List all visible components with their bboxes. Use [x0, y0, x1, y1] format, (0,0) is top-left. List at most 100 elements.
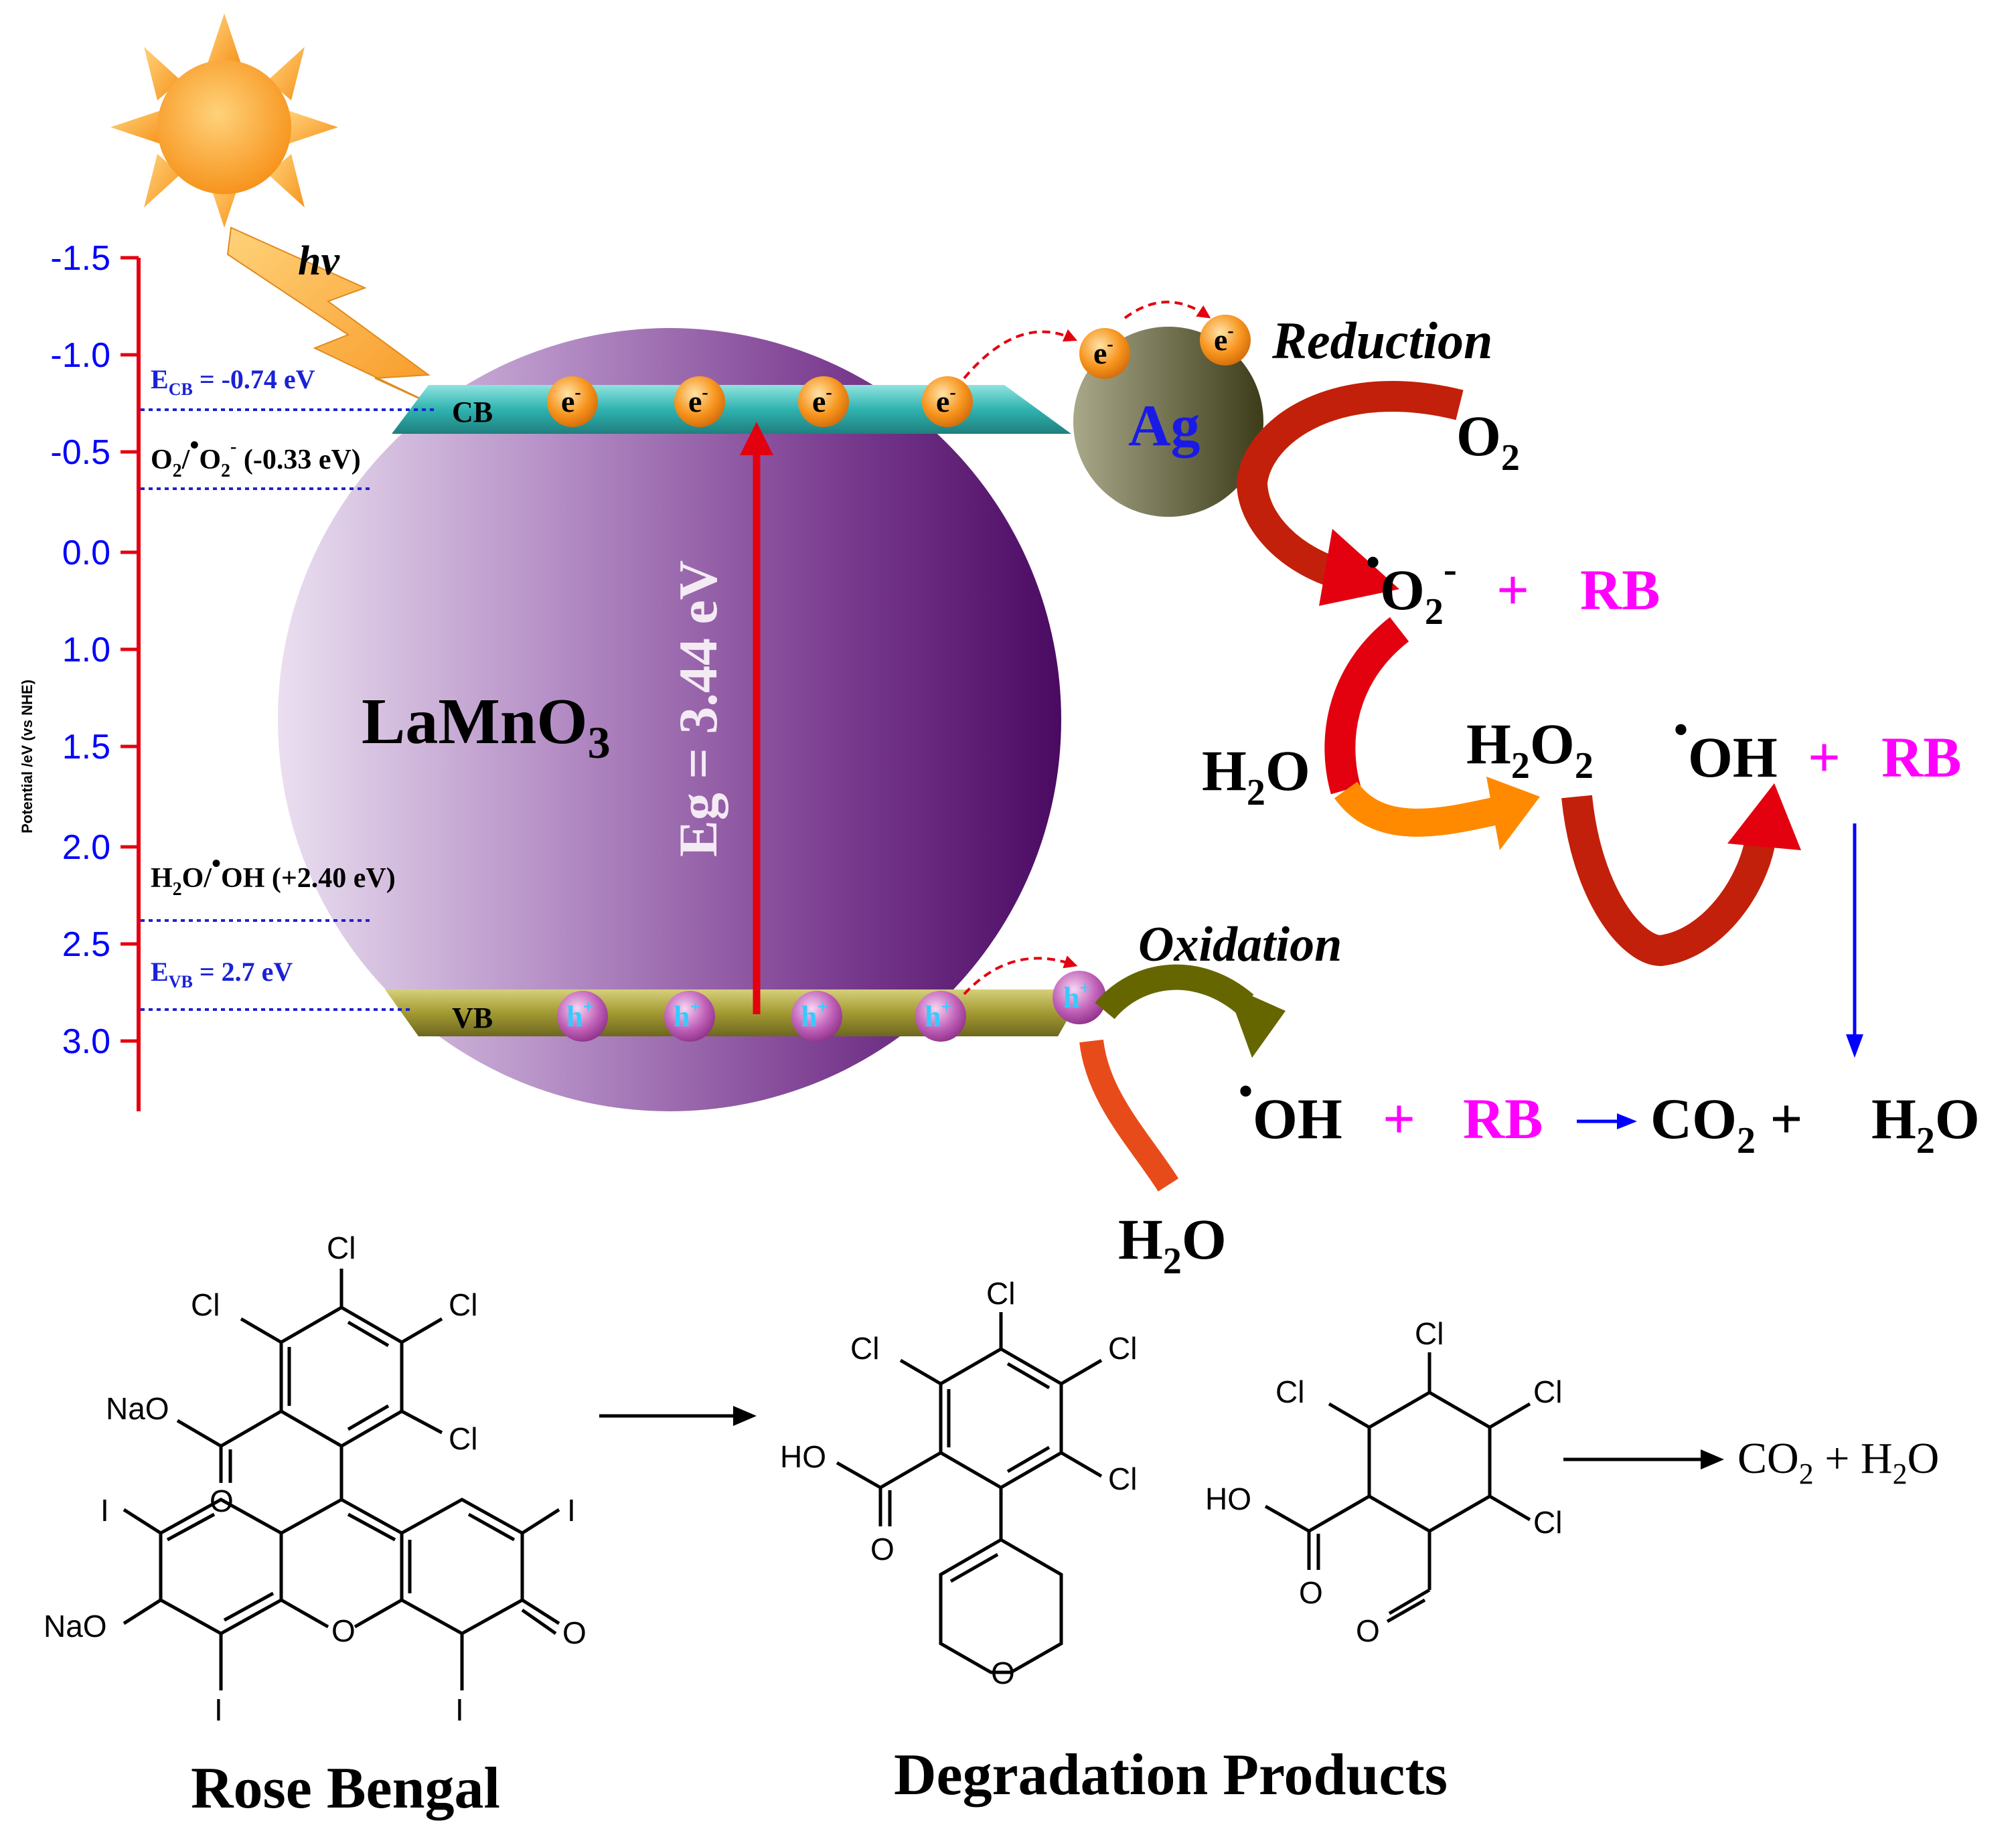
- i-atom: I: [567, 1493, 576, 1528]
- ag-label: Ag: [1128, 394, 1200, 459]
- light-bolt: hv: [226, 226, 456, 416]
- final-products: CO2 + H2O: [1737, 1434, 1939, 1490]
- hole: h+: [915, 991, 966, 1042]
- o2-species: O2: [1456, 404, 1520, 479]
- cl-atom: Cl: [449, 1287, 477, 1322]
- hole: h+: [557, 991, 608, 1042]
- electron: e-: [922, 376, 973, 427]
- h2o-species: H2O: [1202, 738, 1310, 813]
- reaction-arrows: [1079, 381, 1863, 1192]
- axis-tick-label: 1.5: [62, 728, 110, 767]
- cl-atom: Cl: [850, 1331, 879, 1366]
- product-1-atoms: Cl Cl Cl Cl HO O O: [780, 1276, 1137, 1690]
- cl-atom: Cl: [1108, 1461, 1137, 1496]
- cl-atom: Cl: [1108, 1331, 1137, 1366]
- ho-group: HO: [1205, 1482, 1251, 1516]
- i-atom: I: [100, 1493, 109, 1528]
- products-caption: Degradation Products: [894, 1743, 1448, 1808]
- o-atom: O: [210, 1484, 234, 1518]
- i-atom: I: [455, 1692, 464, 1727]
- hydroxyl-radical: •OH: [1239, 1069, 1342, 1151]
- band-gap-label: Eg = 3.44 eV: [668, 560, 728, 857]
- band-gap-arrow: Eg = 3.44 eV: [668, 422, 773, 1014]
- rose-bengal-structure: [123, 1269, 560, 1690]
- axis-tick-label: 3.0: [62, 1022, 110, 1061]
- valence-band: VB: [385, 989, 1085, 1036]
- rose-bengal-caption: Rose Bengal: [191, 1756, 500, 1821]
- axis-tick-label: 2.5: [62, 925, 110, 964]
- electron: e-: [674, 376, 725, 427]
- i-atom: I: [214, 1692, 223, 1727]
- rose-bengal-atoms: Cl Cl Cl Cl NaO O I I NaO O O I I: [44, 1230, 587, 1727]
- axis-tick-label: 0.0: [62, 534, 110, 572]
- reaction-arrow: [1563, 1449, 1724, 1469]
- h2o2-species: H2O2: [1466, 712, 1594, 787]
- svg-text:e-: e-: [1214, 321, 1234, 357]
- o-atom: O: [562, 1615, 587, 1650]
- cl-atom: Cl: [1275, 1374, 1304, 1409]
- h2o-product: H2O: [1871, 1087, 1980, 1162]
- plus-sign: +: [1808, 725, 1841, 789]
- particle-name: LaMnO3: [362, 686, 611, 768]
- electron: e-: [547, 376, 598, 427]
- product-1-structure: [836, 1312, 1103, 1674]
- axis-tick-label: 1.0: [62, 631, 110, 669]
- cl-atom: Cl: [449, 1421, 477, 1456]
- cl-atom: Cl: [327, 1230, 356, 1265]
- plus-sign: +: [1383, 1087, 1415, 1151]
- ho-group: HO: [780, 1439, 826, 1474]
- electron-transfer-arrows: [963, 301, 1211, 995]
- axis-tick-label: -0.5: [50, 433, 110, 472]
- rb-label: RB: [1580, 558, 1660, 622]
- oxidation-label: Oxidation: [1138, 917, 1342, 972]
- hole: h+: [1053, 971, 1106, 1024]
- o-atom: O: [991, 1656, 1015, 1690]
- nao-group: NaO: [44, 1609, 107, 1644]
- product-2-atoms: Cl Cl Cl Cl HO O O: [1205, 1316, 1562, 1648]
- co2-product: CO2 +: [1650, 1087, 1803, 1162]
- level-lines: [141, 408, 435, 1011]
- vb-label: VB: [452, 1002, 493, 1034]
- hole: h+: [664, 991, 715, 1042]
- o2-level-label: O2/•O2- (-0.33 eV): [151, 430, 361, 481]
- cl-atom: Cl: [986, 1276, 1015, 1311]
- sun-icon: [110, 13, 338, 228]
- potential-axis: -1.5 -1.0 -0.5 0.0 1.0 1.5 2.0 2.5 3.0 Potential…: [19, 239, 141, 1111]
- electron: e-: [1079, 328, 1130, 379]
- rb-label: RB: [1881, 725, 1961, 789]
- axis-tick-label: -1.0: [50, 336, 110, 375]
- electron: e-: [798, 376, 849, 427]
- h2o-species: H2O: [1118, 1207, 1227, 1282]
- ecb-level-label: ECB = -0.74 eV: [151, 364, 315, 399]
- cl-atom: Cl: [1533, 1505, 1562, 1540]
- cl-atom: Cl: [1533, 1374, 1562, 1409]
- superoxide-species: •O2-: [1366, 540, 1457, 633]
- reaction-arrow: [599, 1406, 757, 1426]
- cb-electrons: e- e- e- e-: [547, 376, 973, 427]
- axis-tick-label: -1.5: [50, 239, 110, 278]
- nao-group: NaO: [106, 1391, 169, 1426]
- axis-label: Potential /eV (vs NHE): [19, 680, 35, 833]
- ag-nanoparticle: Ag e- e-: [1073, 315, 1263, 517]
- plus-sign: +: [1496, 558, 1529, 622]
- evb-level-label: EVB = 2.7 eV: [151, 957, 293, 991]
- electron: e-: [1200, 315, 1251, 366]
- particle-name-main: LaMnO: [362, 686, 588, 758]
- lamno3-particle: LaMnO3: [278, 328, 1061, 1111]
- cb-label: CB: [452, 396, 493, 428]
- cl-atom: Cl: [191, 1287, 220, 1322]
- hole: h+: [791, 991, 842, 1042]
- o-atom: O: [1299, 1575, 1323, 1610]
- cl-atom: Cl: [1415, 1316, 1444, 1351]
- vb-holes: h+ h+ h+ h+ h+: [557, 971, 1106, 1042]
- axis-tick-label: 2.0: [62, 828, 110, 867]
- o-atom: O: [331, 1613, 356, 1648]
- rb-label: RB: [1463, 1087, 1543, 1151]
- o-atom: O: [870, 1532, 895, 1567]
- o-atom: O: [1356, 1613, 1380, 1648]
- product-2-structure: [1264, 1352, 1531, 1623]
- hydroxyl-radical: •OH: [1674, 708, 1778, 789]
- reduction-label: Reduction: [1271, 311, 1492, 370]
- hv-label: hv: [298, 238, 340, 284]
